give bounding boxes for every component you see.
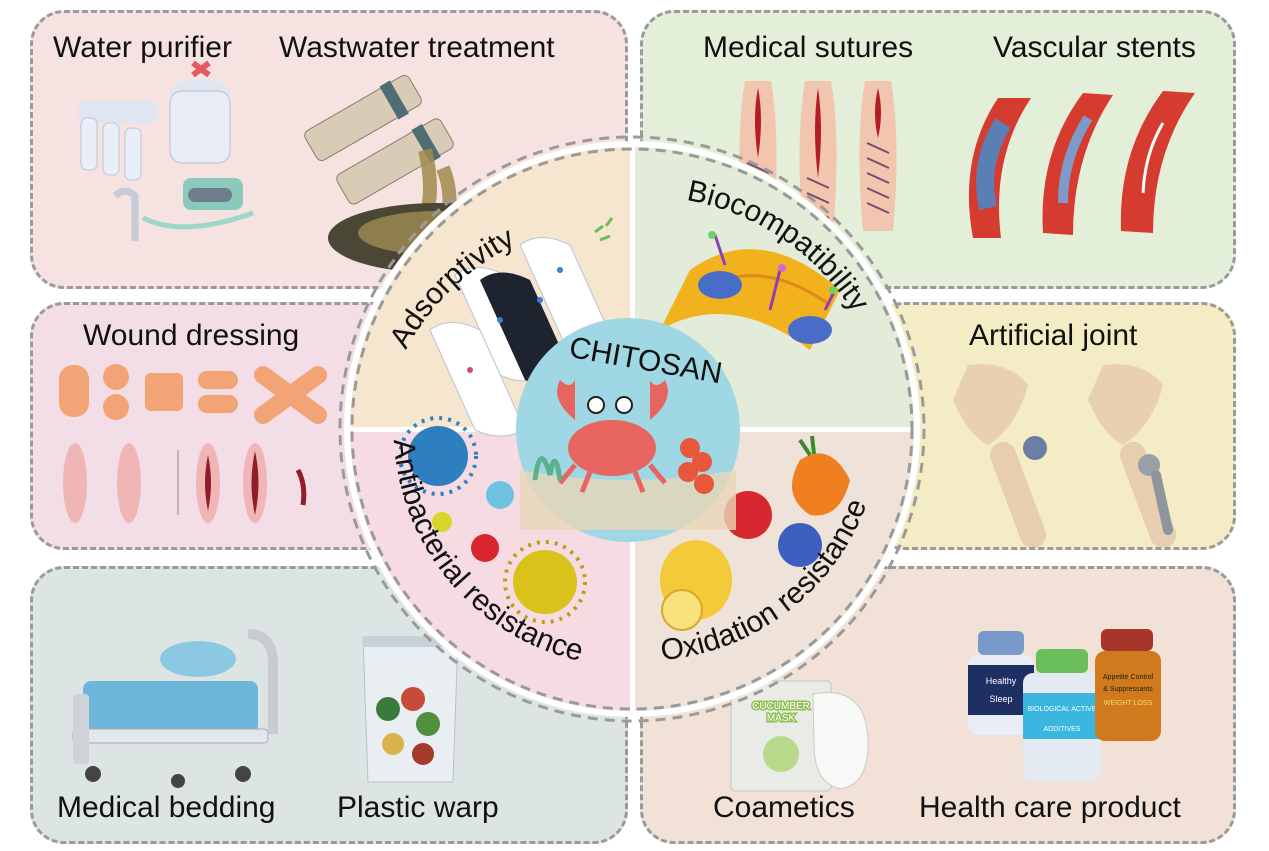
vascular-stents-label: Vascular stents [993,31,1196,64]
stent-icon [968,91,1195,238]
sleep-text: Sleep [989,694,1012,704]
suppressants-text: & Suppressants [1103,686,1153,693]
supplement-bottle-icon: Healthy Sleep BIOLOGICAL ACTIVE ADDITIVE… [968,629,1161,781]
water-purifier-icon [78,60,254,241]
joint-art [953,364,1176,547]
wound-icon [63,443,307,523]
virus-icon [398,416,587,624]
wound-art [59,364,327,523]
face-mask-icon: CUCUMBER MASK [730,680,869,792]
mask-text: MASK [767,713,796,724]
bedding-art [72,629,459,788]
wastewater-treatment-label: Wastwater treatment [279,31,555,64]
health-care-product-label: Health care product [919,791,1181,824]
cosmetics-art: CUCUMBER MASK Healthy Sleep BIOLOGICAL A… [730,629,1161,792]
plastic-warp-label: Plastic warp [337,791,499,824]
membrane-icon [660,231,840,350]
weight-loss-text: WEIGHT LOSS [1104,700,1153,707]
water-purifier-label: Water purifier [53,31,232,64]
cucumber-text: CUCUMBER [752,701,810,712]
hospital-bed-icon [72,629,278,788]
wound-dressing-label: Wound dressing [83,319,300,352]
panel-medical-bedding: Medical bedding Plastic warp [30,566,628,844]
artificial-joint-label: Artificial joint [969,319,1138,352]
appetite-text: Appetite Control [1103,674,1154,681]
panel-artificial-joint: Artificial joint [870,302,1236,550]
medical-art [739,81,1195,238]
plastic-bag-icon [362,636,459,783]
medical-bedding-label: Medical bedding [57,791,276,824]
biological-active-text: BIOLOGICAL ACTIVE [1028,706,1097,713]
bandage-icon [59,364,327,424]
hip-joint-icon [953,364,1176,547]
crab-icon [557,380,668,493]
medical-sutures-label: Medical sutures [703,31,914,64]
healthy-text: Healthy [986,676,1017,686]
cosmetics-label: Coametics [713,791,855,824]
additives-text: ADDITIVES [1044,726,1081,733]
